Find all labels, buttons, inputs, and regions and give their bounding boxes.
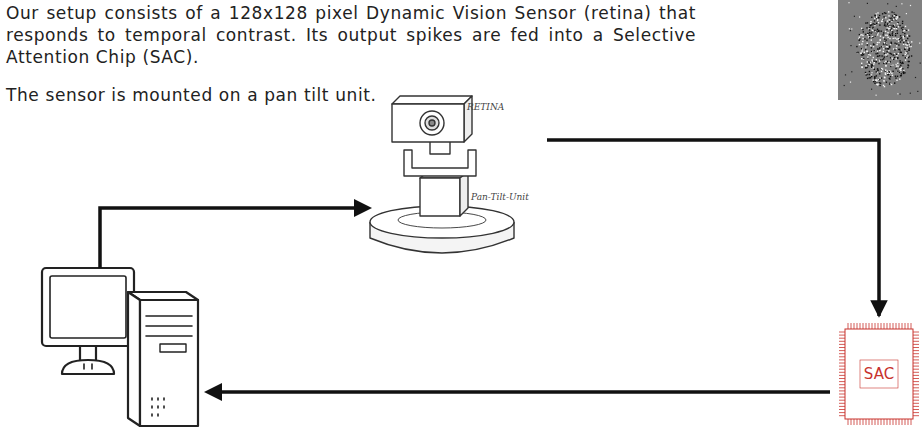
computer-drawing: [42, 268, 198, 426]
pan-tilt-unit: RETINA Pan-Tilt-Unit: [365, 92, 547, 258]
chip-label: SAC: [834, 320, 922, 428]
signal-arrow: [547, 140, 879, 316]
description-text: The sensor is mounted on a pan tilt unit…: [6, 84, 696, 106]
sac-to-computer-arrow: [204, 383, 830, 401]
handwritten-label: Pan-Tilt-Unit: [471, 192, 529, 202]
retina-output-image: [838, 0, 922, 100]
handwritten-label: RETINA: [467, 102, 504, 112]
chip-box: SAC: [834, 320, 922, 428]
pan-tilt-unit-drawing: [370, 96, 514, 253]
computer-to-pan-tilt-arrow: [100, 199, 372, 268]
description-text: Our setup consists of a 128x128 pixel Dy…: [6, 2, 696, 68]
